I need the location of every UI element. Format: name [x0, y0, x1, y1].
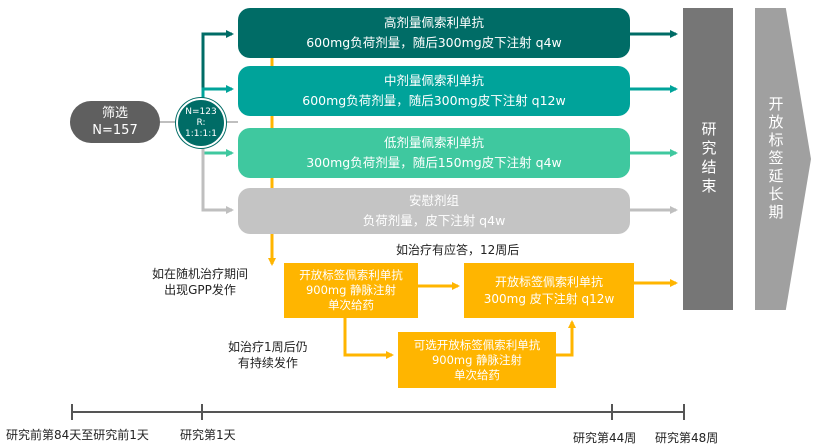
open-label-sc-line2: 300mg 皮下注射 q12w [483, 291, 615, 306]
arm-mid-dose: 中剂量佩索利单抗 600mg负荷剂量，随后300mg皮下注射 q12w [238, 66, 630, 116]
screening-count: N=157 [92, 123, 138, 138]
arm-mid-dose-title: 中剂量佩索利单抗 [383, 73, 484, 88]
timeline-label-prestudy: 研究前第84天至研究前1天 [6, 428, 149, 442]
arm-mid-dose-detail: 600mg负荷剂量，随后300mg皮下注射 q12w [302, 93, 566, 108]
arm-low-dose: 低剂量佩索利单抗 300mg负荷剂量，随后150mg皮下注射 q4w [238, 128, 630, 178]
persistent-flare-note-line1: 如治疗1周后仍 [228, 340, 308, 354]
randomization-n: N=123 [185, 106, 217, 117]
gpp-flare-note-line2: 出现GPP发作 [164, 283, 236, 297]
randomization-node: N=123 R: 1:1:1:1 [176, 98, 226, 148]
timeline-label-week44: 研究第44周 [573, 431, 637, 445]
open-label-iv-line2: 900mg 静脉注射 [305, 283, 397, 297]
persistent-flare-note: 如治疗1周后仍 有持续发作 [228, 339, 308, 371]
arm-high-dose: 高剂量佩索利单抗 600mg负荷剂量，随后300mg皮下注射 q4w [238, 8, 630, 58]
arm-placebo: 安慰剂组 负荷剂量，皮下注射 q4w [238, 188, 630, 234]
optional-iv-line1: 可选开放标签佩索利单抗 [413, 337, 541, 352]
timeline-label-day1: 研究第1天 [180, 428, 236, 442]
open-label-extension-label: 开放标签延长期 [766, 96, 785, 222]
gpp-flare-note: 如在随机治疗期间 出现GPP发作 [152, 266, 248, 298]
optional-iv-line3: 单次给药 [454, 367, 500, 382]
randomization-ratio: 1:1:1:1 [184, 128, 217, 139]
study-end-bar: 研究结束 [683, 8, 733, 310]
open-label-iv-line1: 开放标签佩索利单抗 [299, 268, 403, 282]
randomization-r: R: [196, 117, 206, 128]
screening-label: 筛选 [101, 106, 128, 121]
arm-high-dose-title: 高剂量佩索利单抗 [383, 15, 484, 30]
study-end-label: 研究结束 [699, 121, 718, 197]
response-note: 如治疗有应答，12周后 [396, 243, 520, 257]
arm-high-dose-detail: 600mg负荷剂量，随后300mg皮下注射 q4w [306, 35, 562, 50]
open-label-sc-box: 开放标签佩索利单抗 300mg 皮下注射 q12w [464, 263, 634, 318]
open-label-sc-line1: 开放标签佩索利单抗 [494, 274, 603, 289]
persistent-flare-note-line2: 有持续发作 [237, 356, 298, 370]
timeline-label-week48: 研究第48周 [655, 431, 719, 445]
arm-low-dose-title: 低剂量佩索利单抗 [383, 135, 484, 150]
optional-iv-box: 可选开放标签佩索利单抗 900mg 静脉注射 单次给药 [398, 332, 556, 388]
screening-box: 筛选 N=157 [70, 101, 160, 143]
gpp-flare-note-line1: 如在随机治疗期间 [152, 267, 249, 281]
arm-low-dose-detail: 300mg负荷剂量，随后150mg皮下注射 q4w [306, 155, 562, 170]
open-label-iv-line3: 单次给药 [328, 298, 374, 312]
arm-placebo-detail: 负荷剂量，皮下注射 q4w [362, 213, 506, 228]
open-label-iv-box: 开放标签佩索利单抗 900mg 静脉注射 单次给药 [284, 263, 418, 318]
arm-placebo-title: 安慰剂组 [408, 193, 459, 208]
optional-iv-line2: 900mg 静脉注射 [431, 352, 523, 367]
